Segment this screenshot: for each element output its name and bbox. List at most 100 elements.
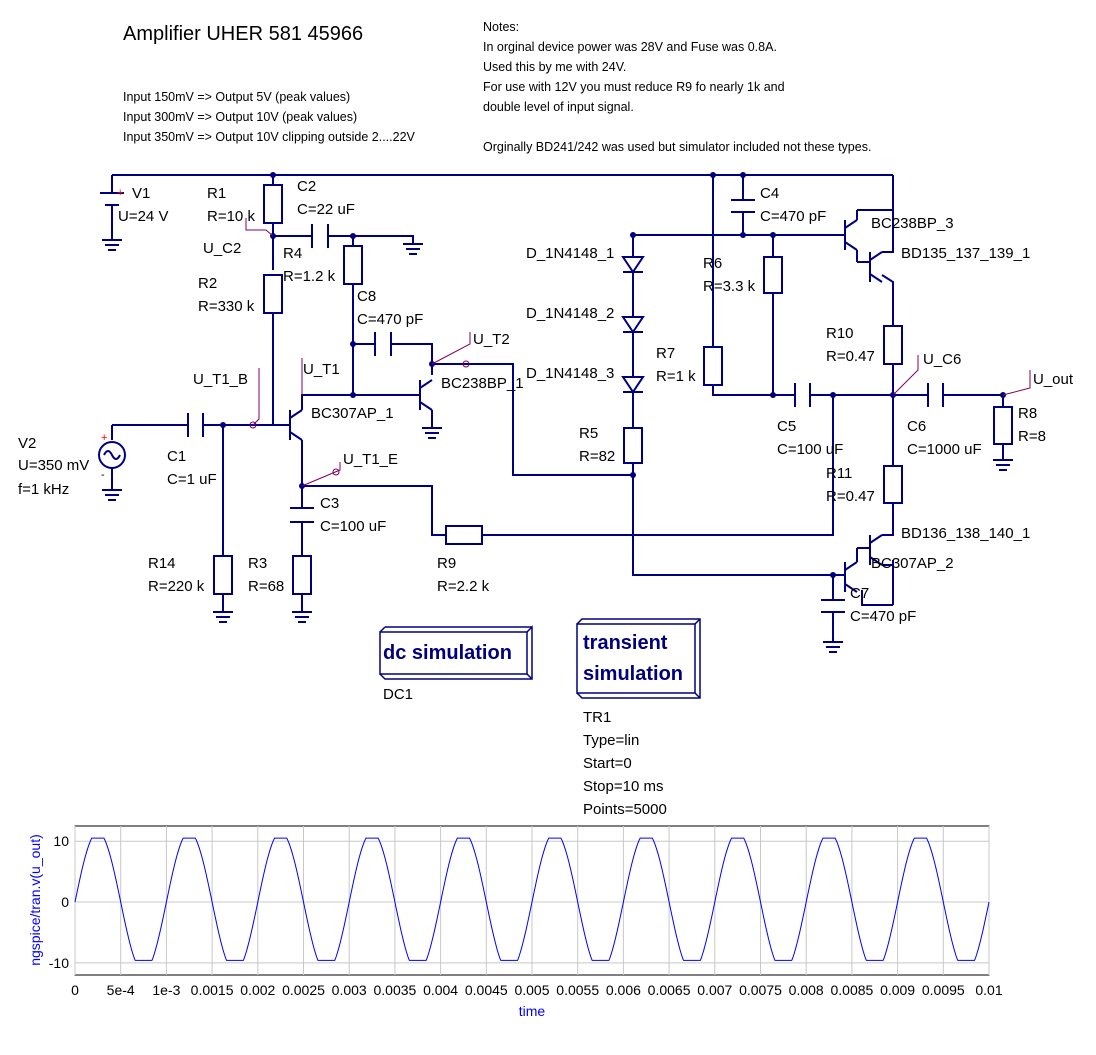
c6-value: C=1000 uF	[907, 441, 982, 458]
dc-simulation-block[interactable]: dc simulation	[379, 625, 533, 680]
c5-value: C=100 uF	[777, 441, 843, 458]
u-t2-marker	[462, 360, 470, 368]
r11-name: R11	[826, 465, 852, 482]
c4-name: C4	[760, 185, 779, 202]
x-tick-label: 0.0085	[830, 982, 873, 998]
x-tick-label: 0.0075	[739, 982, 782, 998]
x-tick-label: 1e-3	[152, 982, 180, 998]
v2-freq: f=1 kHz	[18, 481, 69, 498]
r2-value: R=330 k	[198, 298, 255, 315]
r7-value: R=1 k	[656, 368, 696, 385]
u-t1-e-marker	[332, 468, 340, 476]
x-tick-label: 0.007	[697, 982, 732, 998]
svg-text:-: -	[101, 469, 105, 481]
node-label-flags	[245, 218, 1031, 487]
c3-name: C3	[320, 495, 339, 512]
t5-name: BD136_138_140_1	[901, 525, 1030, 542]
x-tick-label: 0.0095	[922, 982, 965, 998]
transient-param-type: Type=lin	[583, 732, 639, 749]
x-tick-label: 0.004	[423, 982, 458, 998]
x-tick-label: 0.0015	[191, 982, 234, 998]
ground-symbols	[102, 239, 1013, 653]
r10-name: R10	[826, 325, 854, 342]
x-tick-label: 0.008	[789, 982, 824, 998]
c2-name: C2	[297, 178, 316, 195]
r10-value: R=0.47	[826, 348, 875, 365]
x-tick-label: 0.0035	[373, 982, 416, 998]
node-label-u-c2: U_C2	[203, 240, 241, 257]
c1-value: C=1 uF	[167, 471, 217, 488]
notes-line-1: Notes:	[483, 20, 519, 34]
y-axis-label: ngspice/tran.v(u_out)	[27, 834, 43, 966]
r4-value: R=1.2 k	[283, 268, 336, 285]
v1-label: V1	[132, 185, 150, 202]
x-tick-label: 0.009	[880, 982, 915, 998]
svg-text:+: +	[101, 432, 107, 444]
v1-value: U=24 V	[118, 208, 168, 225]
r7-name: R7	[656, 345, 675, 362]
c7-name: C7	[850, 585, 869, 602]
c3-value: C=100 uF	[320, 518, 386, 535]
node-label-u-t2: U_T2	[473, 331, 510, 348]
x-tick-label: 0.0065	[648, 982, 691, 998]
d1-name: D_1N4148_1	[526, 245, 614, 262]
t4-name: BD135_137_139_1	[901, 245, 1030, 262]
t3-name: BC238BP_3	[871, 215, 954, 232]
series-u-out-line	[74, 837, 990, 961]
transient-simulation-label-1: transient	[583, 632, 668, 654]
x-tick-label: 0.006	[606, 982, 641, 998]
v1-source: +	[100, 187, 124, 219]
x-tick-label: 0.01	[975, 982, 1002, 998]
y-tick-label: 0	[61, 894, 69, 910]
v2-source: + -	[98, 432, 126, 481]
v2-label: V2	[18, 435, 36, 452]
c4-value: C=470 pF	[760, 208, 826, 225]
node-label-u-c6: U_C6	[923, 351, 961, 368]
r8-name: R8	[1018, 405, 1037, 422]
r9-value: R=2.2 k	[437, 578, 490, 595]
junctions	[220, 172, 1006, 578]
notes-line-5: double level of input signal.	[483, 100, 634, 114]
r8-value: R=8	[1018, 428, 1046, 445]
x-tick-label: 5e-4	[107, 982, 135, 998]
t1-name: BC307AP_1	[311, 405, 394, 422]
t2-name: BC238BP_1	[441, 375, 524, 392]
transient-simulation-block[interactable]: transient simulation	[576, 618, 701, 699]
io-note-3: Input 350mV => Output 10V clipping outsi…	[123, 130, 416, 144]
dc-simulation-name: DC1	[383, 686, 413, 703]
c2-value: C=22 uF	[297, 201, 355, 218]
schematic-title: Amplifier UHER 581 45966	[123, 23, 363, 45]
x-tick-label: 0.0045	[465, 982, 508, 998]
io-note-2: Input 300mV => Output 10V (peak values)	[123, 110, 357, 124]
d3-name: D_1N4148_3	[526, 365, 614, 382]
resistors	[213, 184, 1013, 595]
r6-value: R=3.3 k	[703, 278, 756, 295]
x-tick-label: 0.0025	[282, 982, 325, 998]
node-label-u-t1-e: U_T1_E	[343, 451, 398, 468]
x-tick-label: 0.005	[514, 982, 549, 998]
r5-value: R=82	[579, 448, 615, 465]
x-axis-label: time	[519, 1003, 546, 1019]
c1-name: C1	[167, 448, 186, 465]
node-label-u-t1: U_T1	[303, 361, 340, 378]
transient-param-points: Points=5000	[583, 801, 667, 818]
r14-name: R14	[148, 555, 176, 572]
notes-line-3: Used this by me with 24V.	[483, 60, 626, 74]
transistors	[289, 200, 894, 593]
r1-name: R1	[207, 185, 226, 202]
r4-name: R4	[283, 245, 302, 262]
transient-simulation-name: TR1	[583, 709, 611, 726]
v2-value: U=350 mV	[18, 457, 89, 474]
transient-param-stop: Stop=10 ms	[583, 778, 663, 795]
svg-text:+: +	[117, 187, 123, 199]
notes-line-4: For use with 12V you must reduce R9 fo n…	[483, 80, 785, 94]
c8-value: C=470 pF	[357, 311, 423, 328]
c8-name: C8	[357, 288, 376, 305]
r9-name: R9	[437, 555, 456, 572]
r5-name: R5	[579, 425, 598, 442]
capacitors	[187, 199, 944, 613]
